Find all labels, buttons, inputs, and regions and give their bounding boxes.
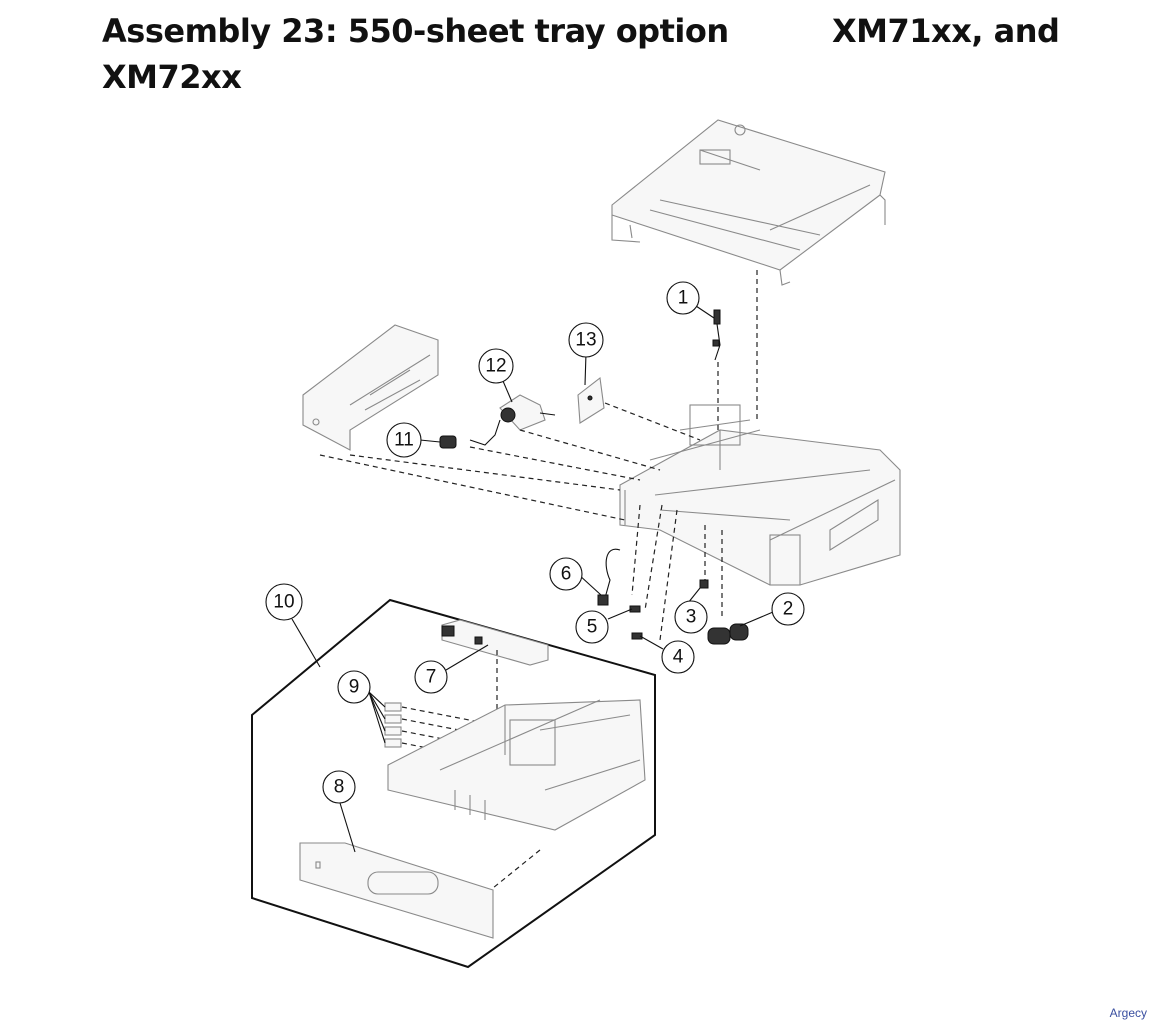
callout-2: 2 [771, 592, 805, 626]
tray-frame [619, 404, 901, 586]
callout-8: 8 [322, 770, 356, 804]
callout-12: 12 [478, 348, 514, 384]
paper-tray [387, 699, 646, 831]
callout-13-label: 13 [575, 330, 596, 351]
callout-5-label: 5 [587, 617, 598, 638]
callout-9: 9 [337, 670, 371, 704]
callout-6: 6 [549, 557, 583, 591]
top-cover-plate [611, 119, 886, 286]
callout-12-label: 12 [485, 356, 506, 377]
part-11-roller [439, 435, 457, 449]
page-title-models-cont: XM72xx [102, 58, 242, 96]
callout-11-label: 11 [394, 430, 414, 451]
tray-assembly-frame [251, 598, 656, 969]
part-8-front-cover [299, 842, 494, 939]
callout-3: 3 [674, 600, 708, 634]
callout-5: 5 [575, 610, 609, 644]
part-12-motor [469, 394, 556, 446]
watermark: Argecy [1109, 1006, 1147, 1020]
callout-4-label: 4 [673, 647, 684, 668]
part-9-clips [384, 702, 402, 748]
callout-6-label: 6 [561, 564, 572, 585]
part-1-sensor [712, 309, 721, 361]
page-title-models: XM71xx, and [832, 12, 1060, 50]
callout-7: 7 [414, 660, 448, 694]
callout-7-label: 7 [426, 667, 437, 688]
left-side-cover [302, 324, 439, 451]
callout-2-label: 2 [783, 599, 794, 620]
callout-4: 4 [661, 640, 695, 674]
callout-10-label: 10 [273, 592, 294, 613]
callout-11: 11 [386, 422, 422, 458]
callout-8-label: 8 [334, 777, 345, 798]
callout-3-label: 3 [686, 607, 697, 628]
part-13-board [577, 376, 605, 424]
callout-1-label: 1 [678, 288, 689, 309]
callout-13: 13 [568, 322, 604, 358]
callout-9-label: 9 [349, 677, 360, 698]
part-5-clip [629, 605, 641, 613]
callout-1: 1 [666, 281, 700, 315]
part-6-harness [597, 548, 621, 606]
part-4-clip [631, 632, 643, 640]
part-7-guide [441, 619, 549, 666]
callout-10: 10 [265, 583, 303, 621]
part-3-clip [699, 579, 709, 589]
page-title: Assembly 23: 550-sheet tray option [102, 12, 729, 50]
part-2-pick-rollers [707, 623, 749, 645]
